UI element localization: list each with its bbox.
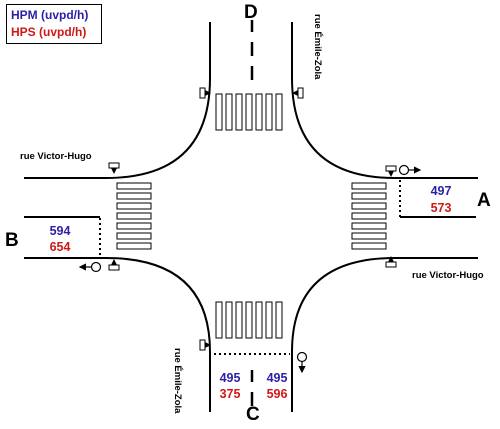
street-label-south: rue Émile-Zola [172, 348, 183, 414]
volume-south-right-hpm: 495 [266, 371, 288, 385]
crosswalk-east [351, 182, 387, 250]
road-edge-south-west [24, 257, 211, 412]
legend-hpm: HPM (uvpd/h) [11, 8, 89, 22]
traffic-signal-icon-east [398, 164, 422, 176]
volume-south-left-hps: 375 [219, 387, 241, 401]
legend: HPM (uvpd/h) HPS (uvpd/h) [6, 4, 102, 44]
street-label-west: rue Victor-Hugo [20, 151, 92, 162]
volume-south-right-hps: 596 [266, 387, 288, 401]
crosswalk-south [215, 301, 283, 339]
approach-south-label: C [246, 404, 260, 425]
pedestrian-signals [108, 87, 397, 351]
street-label-north: rue Émile-Zola [312, 14, 323, 80]
volume-west-hpm: 594 [49, 224, 71, 238]
road-edge-south-east [291, 257, 478, 412]
volume-east-hps: 573 [430, 201, 452, 215]
approach-east-label: A [477, 190, 491, 211]
volume-east-hpm: 497 [430, 184, 452, 198]
ped-signal-icon-wn [108, 162, 120, 174]
ped-signal-icon-sw [199, 339, 211, 351]
ped-signal-icon-ws [108, 259, 120, 271]
approach-west-label: B [5, 230, 19, 251]
traffic-signal-icon-south [296, 351, 308, 374]
traffic-signals [78, 164, 422, 374]
volume-west-hps: 654 [49, 240, 71, 254]
crosswalk-north [215, 93, 283, 131]
stop-lines [99, 180, 401, 355]
approach-north-label: D [244, 2, 258, 23]
traffic-signal-icon-west [78, 261, 102, 273]
street-label-east: rue Victor-Hugo [412, 270, 484, 281]
legend-hps: HPS (uvpd/h) [11, 25, 87, 39]
ped-signal-icon-es [385, 256, 397, 268]
ped-signal-icon-nw [199, 87, 211, 99]
ped-signal-icon-en [385, 165, 397, 177]
ped-signal-icon-ne [292, 87, 304, 99]
volume-south-left-hpm: 495 [219, 371, 241, 385]
crosswalk-west [116, 182, 152, 250]
